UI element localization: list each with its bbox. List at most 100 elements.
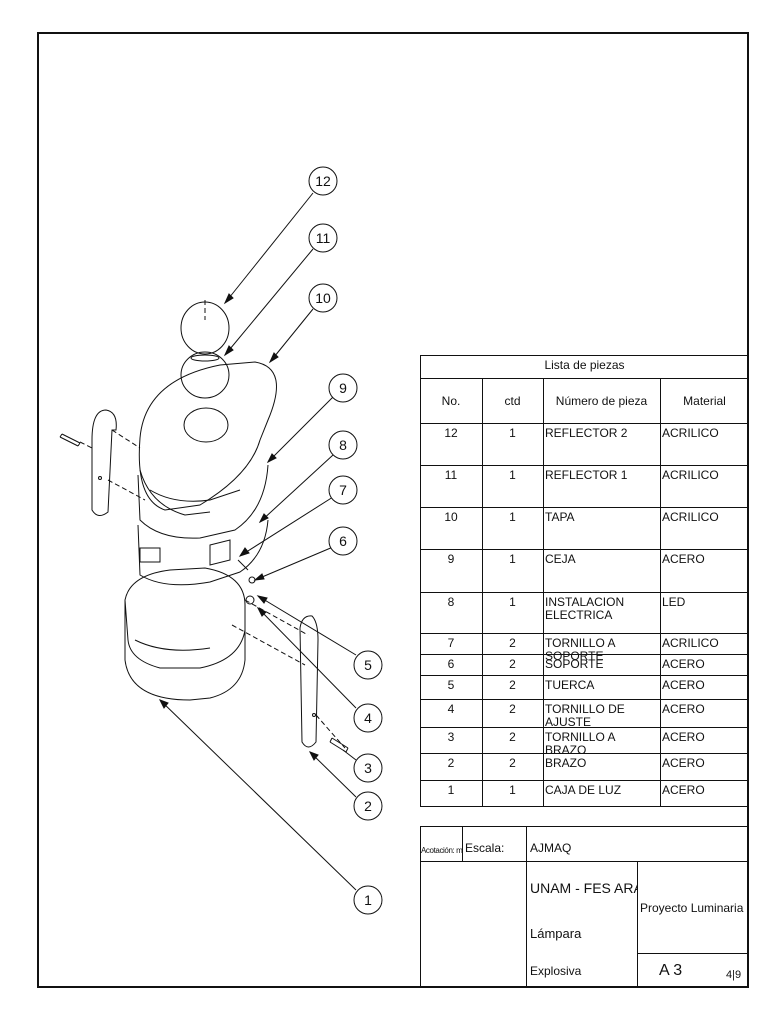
table-row-material: ACERO — [662, 679, 705, 692]
project-label: Proyecto Luminaria — [640, 902, 744, 915]
balloon-label: 5 — [364, 657, 372, 673]
header-qty: ctd — [504, 395, 521, 408]
lid-part — [138, 361, 277, 511]
table-row-material: ACERO — [662, 658, 705, 671]
table-row-material: ACRILICO — [662, 469, 719, 482]
table-row-qty: 1 — [509, 596, 516, 609]
rim-part — [137, 464, 269, 539]
table-row-no: 4 — [447, 703, 455, 716]
table-col-line — [543, 378, 544, 806]
screw-right-part — [329, 737, 349, 753]
table-row-line — [420, 806, 749, 807]
balloon-6 — [328, 526, 358, 556]
balloon-label: 6 — [339, 533, 347, 549]
header-no: No. — [441, 395, 461, 408]
table-row-part: INSTALACION ELECTRICA — [545, 596, 625, 622]
balloon-label: 9 — [339, 380, 347, 396]
table-row-qty: 1 — [509, 511, 516, 524]
table-row-material: ACERO — [662, 757, 705, 770]
table-row-no: 11 — [444, 469, 458, 482]
balloon-label: 11 — [316, 230, 331, 246]
table-row-no: 9 — [447, 553, 455, 566]
table-row-line — [420, 378, 749, 379]
screw-left-part — [59, 433, 81, 447]
table-row-qty: 2 — [509, 703, 516, 716]
table-row-material: ACRILICO — [662, 427, 719, 440]
table-row-part: SOPORTE — [545, 658, 604, 671]
sheet-size-label: A 3 — [659, 962, 683, 979]
arm-left-part — [91, 409, 117, 516]
table-row-material: ACERO — [662, 784, 705, 797]
balloon-label: 10 — [315, 290, 331, 306]
table-row-line — [420, 654, 749, 655]
institution-label: UNAM - FES ARAGÓN — [530, 880, 638, 896]
table-row-line — [420, 465, 749, 466]
table-row-part: REFLECTOR 1 — [545, 469, 628, 482]
table-row-line — [420, 753, 749, 754]
table-row-qty: 2 — [509, 757, 516, 770]
table-row-qty: 1 — [509, 469, 516, 482]
table-row-qty: 2 — [509, 731, 516, 744]
table-row-no: 2 — [447, 757, 455, 770]
table-row-qty: 1 — [509, 427, 516, 440]
balloon-8 — [328, 430, 358, 460]
table-row-part: TUERCA — [545, 679, 595, 692]
table-row-no: 12 — [444, 427, 458, 440]
table-row-material: ACERO — [662, 703, 705, 716]
title-block-line — [637, 953, 749, 954]
view-label: Explosiva — [530, 965, 582, 978]
header-material: Material — [683, 395, 726, 408]
table-row-material: LED — [662, 596, 686, 609]
table-row-part: BRAZO — [545, 757, 587, 770]
electrical-installation-part — [137, 519, 269, 586]
table-row-qty: 1 — [509, 784, 516, 797]
table-row-no: 3 — [447, 731, 455, 744]
balloon-label: 1 — [364, 892, 372, 908]
table-row-qty: 2 — [509, 679, 516, 692]
table-row-part: REFLECTOR 2 — [545, 427, 628, 440]
balloon-label: 3 — [364, 760, 372, 776]
table-row-material: ACERO — [662, 731, 705, 744]
sheet-number-label: 4|9 — [726, 969, 742, 981]
title-block-line — [637, 861, 638, 988]
balloon-4 — [353, 703, 383, 733]
drawing-name-label: Lámpara — [530, 926, 582, 941]
light-box-part — [124, 567, 246, 669]
balloon-9 — [328, 373, 358, 403]
balloon-7 — [328, 475, 358, 505]
reflector-1-part — [180, 351, 230, 399]
table-row-part: TORNILLO DE AJUSTE — [545, 703, 625, 729]
balloon-label: 4 — [364, 710, 372, 726]
table-row-line — [420, 633, 749, 634]
table-col-line — [420, 355, 421, 806]
table-row-no: 5 — [447, 679, 455, 692]
table-row-line — [420, 780, 749, 781]
table-row-material: ACRILICO — [662, 637, 719, 650]
title-block-line — [420, 826, 421, 988]
table-row-no: 8 — [447, 596, 455, 609]
table-row-line — [420, 355, 749, 356]
balloon-12 — [308, 166, 338, 196]
table-col-line — [748, 355, 749, 806]
table-row-material: ACRILICO — [662, 511, 719, 524]
table-col-line — [482, 378, 483, 806]
table-row-no: 1 — [447, 784, 455, 797]
table-row-line — [420, 727, 749, 728]
table-row-line — [420, 507, 749, 508]
title-block-line — [526, 826, 527, 988]
table-row-line — [420, 675, 749, 676]
table-row-part: CAJA DE LUZ — [545, 784, 622, 797]
header-part: Número de pieza — [555, 395, 648, 408]
balloon-label: 12 — [315, 173, 331, 189]
arm-right-part — [299, 615, 319, 748]
balloon-11 — [308, 223, 338, 253]
table-row-line — [420, 423, 749, 424]
table-row-qty: 1 — [509, 553, 516, 566]
light-box-lower — [124, 600, 246, 701]
units-label: Acotación: mm — [421, 846, 463, 855]
table-row-no: 10 — [444, 511, 458, 524]
table-row-part: TAPA — [545, 511, 575, 524]
scale-label: Escala: — [465, 842, 505, 855]
table-row-no: 6 — [447, 658, 455, 671]
